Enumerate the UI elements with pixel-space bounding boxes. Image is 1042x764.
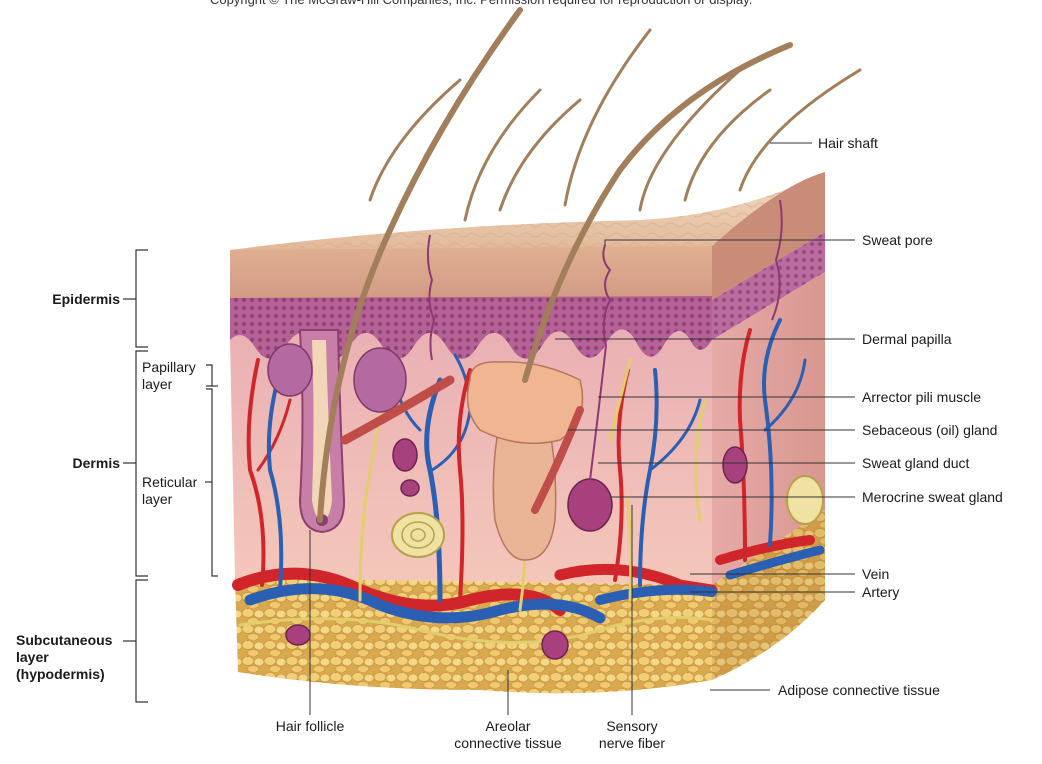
- layer-brackets: [123, 249, 218, 703]
- pacinian-corpuscle: [391, 512, 445, 558]
- epidermis-side: [712, 172, 825, 300]
- deep-vessels: [232, 535, 825, 624]
- label-areolar-tissue: Areolar connective tissue: [454, 718, 562, 751]
- sweat-glands: [285, 438, 748, 660]
- label-sebaceous-gland: Sebaceous (oil) gland: [862, 422, 998, 438]
- label-subcutaneous: Subcutaneous layer (hypodermis): [16, 632, 113, 682]
- sweat-ducts: [426, 199, 783, 481]
- label-artery: Artery: [862, 584, 900, 600]
- label-merocrine-sweat-gland: Merocrine sweat gland: [862, 489, 1003, 505]
- copyright-header: Copyright © The McGraw-Hill Companies, I…: [210, 0, 752, 8]
- label-vein: Vein: [862, 566, 890, 582]
- label-hair-shaft: Hair shaft: [818, 135, 878, 151]
- hair-shafts: [317, 7, 862, 523]
- label-dermis: Dermis: [72, 455, 120, 471]
- label-reticular-layer: Reticular layer: [142, 474, 198, 507]
- label-hair-follicle: Hair follicle: [275, 718, 345, 734]
- label-papillary-layer: Papillary layer: [142, 359, 196, 392]
- label-dermal-papilla: Dermal papilla: [862, 331, 952, 347]
- arrector-pili: [340, 375, 455, 445]
- epidermis-front: [230, 246, 712, 300]
- hypodermis-front: [235, 578, 712, 694]
- label-adipose-tissue: Adipose connective tissue: [778, 682, 940, 698]
- label-sweat-pore: Sweat pore: [862, 232, 933, 248]
- sebaceous-glands: [267, 343, 407, 413]
- hair-follicle-center: [466, 361, 584, 561]
- label-sensory-nerve: Sensory nerve fiber: [598, 718, 666, 751]
- label-arrector-pili: Arrector pili muscle: [862, 389, 982, 405]
- label-sweat-gland-duct: Sweat gland duct: [862, 455, 970, 471]
- dermal-vessels: [246, 318, 807, 603]
- label-epidermis: Epidermis: [52, 291, 120, 307]
- leader-lines: [309, 142, 855, 715]
